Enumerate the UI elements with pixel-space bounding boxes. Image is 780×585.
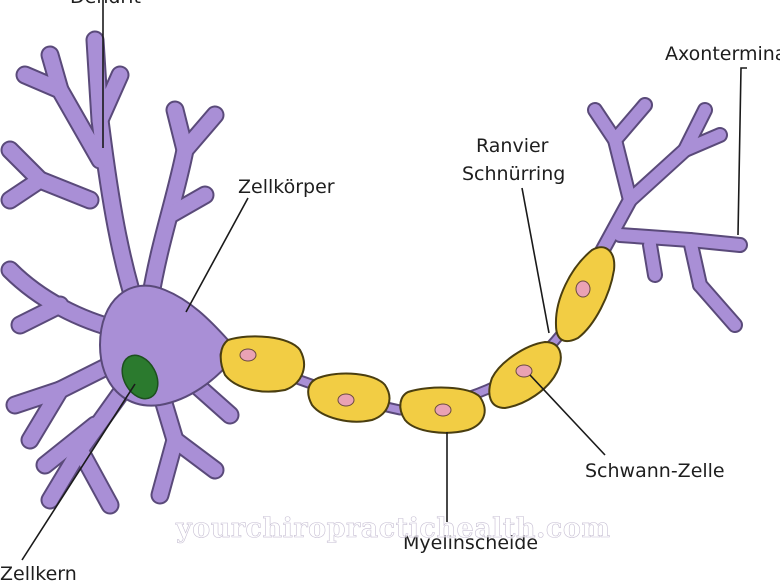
dendrites: [0, 30, 240, 515]
label-axon-terminal: Axonterminal: [665, 43, 780, 65]
label-schwann-cell: Schwann-Zelle: [585, 460, 725, 482]
label-dendrite: Dendrit: [70, 0, 141, 8]
schwann-cell: [488, 340, 562, 410]
label-ranvier-line2: Schnürring: [462, 163, 565, 185]
label-cell-body: Zellkörper: [238, 176, 335, 198]
leader-lines: [21, 0, 747, 561]
watermark: yourchiropractichealth.com: [175, 513, 610, 544]
schwann-cell: [554, 246, 616, 343]
label-ranvier-line1: Ranvier: [476, 135, 549, 157]
schwann-cell: [399, 386, 486, 434]
leader-cell-body: [185, 197, 249, 313]
cell-nucleus: [121, 354, 159, 400]
schwann-cell: [219, 335, 305, 393]
leader-nucleus: [21, 383, 136, 561]
myelin-sheath: [219, 246, 616, 434]
leader-schwann-cell: [529, 374, 606, 456]
label-myelin-sheath: Myelinscheide: [403, 532, 538, 554]
leader-ranvier: [521, 187, 550, 334]
schwann-cell: [307, 372, 391, 423]
cell-body-group: [0, 30, 240, 515]
axon-terminals: [587, 97, 748, 333]
leader-axon-terminal: [737, 67, 747, 236]
label-nucleus: Zellkern: [0, 563, 77, 585]
